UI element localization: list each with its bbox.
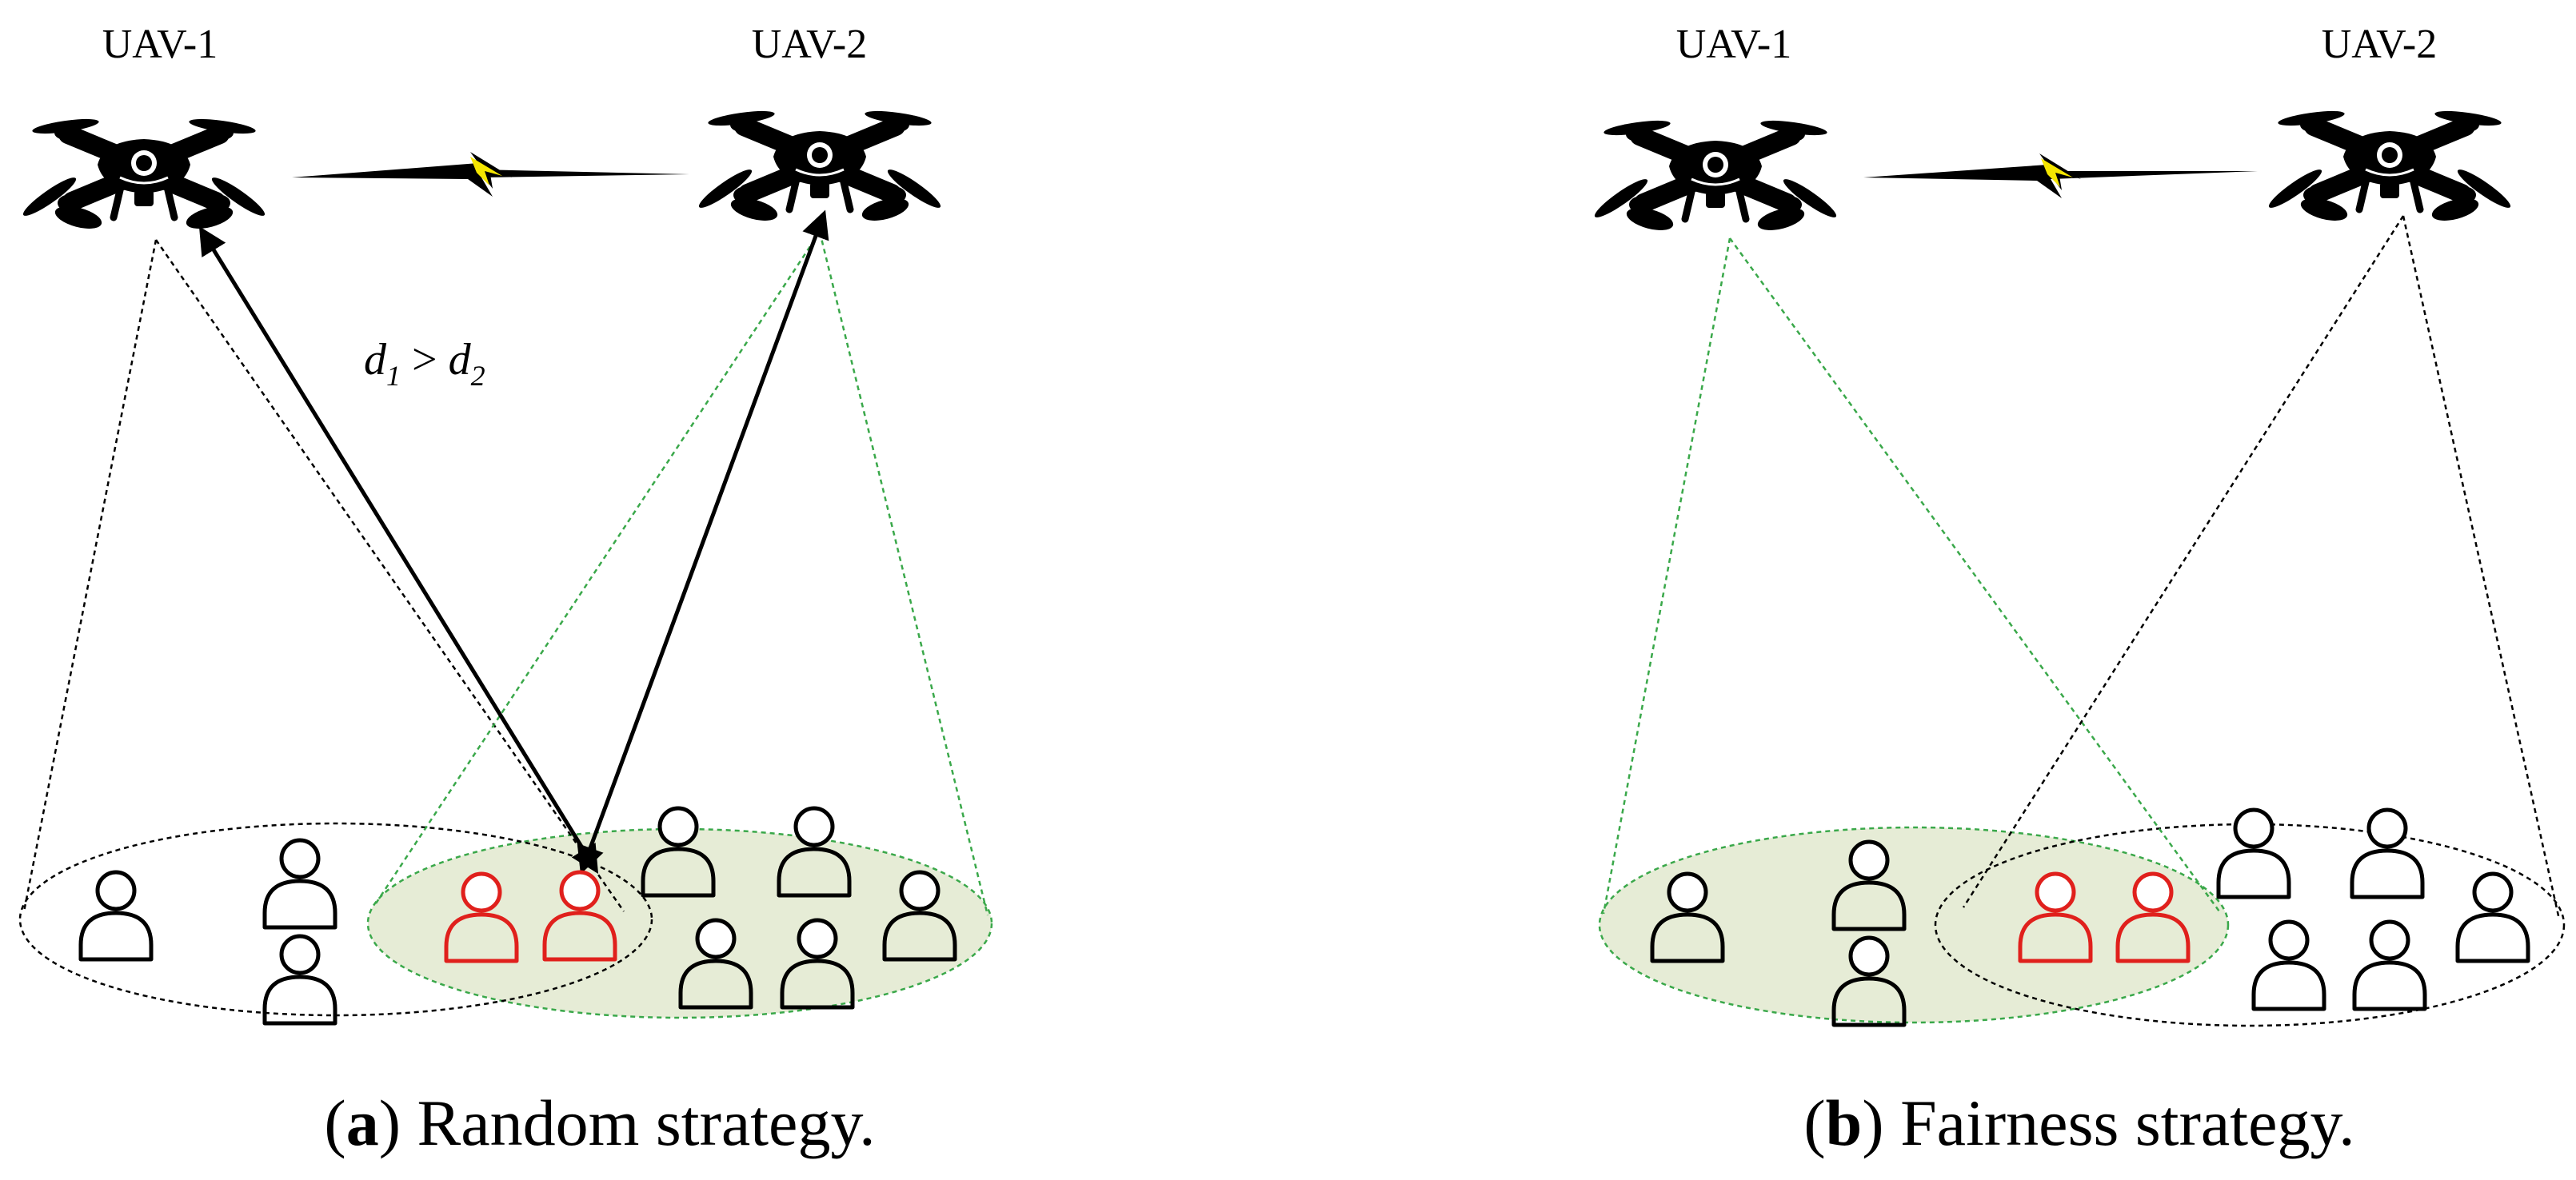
beam-cone-uav1 [1602,237,2221,915]
panel-b: UAV-1 UAV-2 (b) Fairness strategy. [1592,22,2566,1159]
coverage-area-uav2 [366,827,993,1019]
user-icon [2219,810,2289,897]
distance-arrow-d1 [198,226,599,874]
user-icon [265,840,335,927]
beam-cone-uav1 [22,239,625,912]
lightning-link-icon [292,152,689,197]
user-icon [2254,922,2324,1009]
caption-a: (a) Random strategy. [324,1086,875,1159]
caption-b: (b) Fairness strategy. [1803,1086,2354,1159]
uav-1-label: UAV-1 [1676,22,1792,67]
panel-a: UAV-1 UAV-2 d1>d2 (a) Random strategy. [20,22,993,1159]
drone-icon [20,116,269,233]
user-icon [2458,874,2528,961]
beam-cone-uav2 [1962,215,2561,920]
user-icon [265,936,335,1023]
uav-2-label: UAV-2 [2322,22,2438,67]
uav-2-label: UAV-2 [752,22,868,67]
drone-icon [1592,118,1840,234]
distance-relation: d1>d2 [364,335,485,392]
uav-1-label: UAV-1 [102,22,218,67]
coverage-area-uav1 [1598,826,2230,1024]
user-icon [2352,810,2422,897]
lightning-link-icon [1863,153,2258,198]
user-icon [81,872,151,959]
distance-arrow-d2 [577,209,829,875]
user-icon [2354,922,2425,1009]
coverage-area-uav2 [1934,823,2566,1027]
drone-icon [2266,108,2514,225]
drone-icon [696,108,945,225]
